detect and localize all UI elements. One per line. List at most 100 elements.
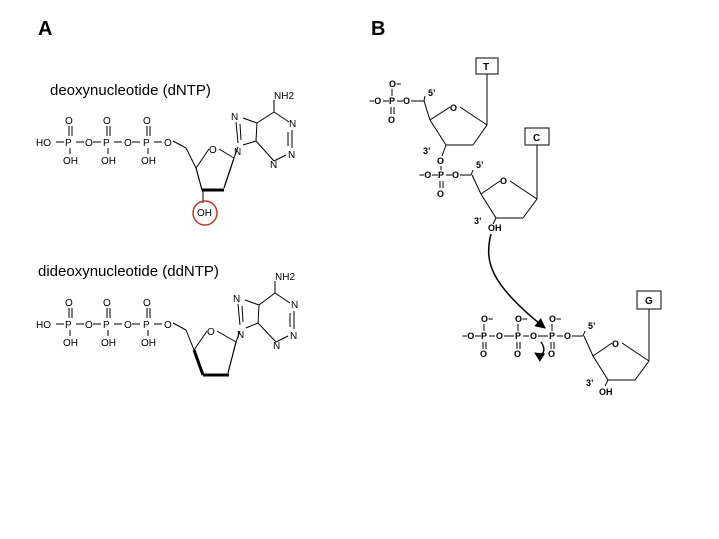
base-box-t	[475, 57, 499, 75]
t-phosphate-p: P	[389, 96, 395, 106]
dntp-bridge-o2: O	[124, 138, 132, 149]
ddntp-p2-o-top: O	[103, 298, 111, 309]
g-bridge-o1: O	[496, 331, 503, 341]
t-three-prime: 3’	[423, 146, 431, 156]
ddntp-sugar-ring: O	[185, 327, 241, 377]
dntp-n7: N	[231, 112, 238, 123]
dntp-p3-o-top: O	[143, 116, 151, 127]
ddntp-n9: N	[237, 330, 244, 341]
nucleophilic-attack-arrow	[488, 233, 546, 329]
dntp-3prime-oh-highlight	[192, 200, 218, 226]
g-bridge-o2: O	[530, 331, 537, 341]
ddntp-p3-oh: OH	[141, 338, 156, 349]
ddntp-ho-label: HO	[36, 320, 51, 331]
g-phos1-o-top: O−	[481, 314, 493, 324]
dntp-p3-label: P	[143, 138, 150, 149]
ddntp-n3: N	[290, 331, 297, 342]
base-box-g	[636, 290, 662, 310]
ddntp-ring-o: O	[207, 327, 215, 338]
t-3prime-o: O	[437, 156, 444, 166]
ddntp-nh2: NH2	[275, 272, 295, 283]
dntp-p1-label: P	[65, 138, 72, 149]
g-five-prime: 5’	[588, 321, 596, 331]
dntp-ho-label: HO	[36, 138, 51, 149]
panel-label-b: B	[371, 18, 386, 40]
caption-dntp: deoxynucleotide (dNTP)	[50, 82, 211, 99]
incoming-dgtp: −O P O− O O P O− O O P O− O O	[462, 290, 662, 397]
c-five-prime: 5’	[476, 160, 484, 170]
c-3prime-oh: OH	[488, 223, 502, 233]
ddntp-p2-label: P	[103, 320, 110, 331]
c-phosphate-minus-o: −O	[419, 170, 431, 180]
g-phos2-p: P	[515, 331, 521, 341]
dntp-p2-label: P	[103, 138, 110, 149]
nucleotide-c: P −O O O 5’ O C 3’ OH	[419, 127, 550, 329]
ddntp-structure: HO P O OH O P O OH O P O	[36, 272, 298, 377]
g-phos3-o-top: O−	[549, 314, 561, 324]
g-phos1-minus-o: −O	[462, 331, 474, 341]
dntp-nh2: NH2	[274, 91, 294, 102]
dntp-sugar-ring: O OH	[185, 145, 239, 226]
ddntp-ester-o: O	[164, 320, 172, 331]
base-c-label: C	[533, 133, 540, 144]
c-three-prime: 3’	[474, 216, 482, 226]
dntp-n1: N	[289, 119, 296, 130]
dntp-p3-oh: OH	[141, 156, 156, 167]
base-t-label: T	[483, 62, 489, 73]
dntp-p1-oh: OH	[63, 156, 78, 167]
t-phosphate-o-top: O−	[389, 79, 401, 89]
c-phosphate-o-bottom: O	[437, 189, 444, 199]
g-phos1-o-bottom: O	[480, 349, 487, 359]
dntp-ester-o: O	[164, 138, 172, 149]
g-three-prime: 3’	[586, 378, 594, 388]
dntp-n-bottom: N	[270, 160, 277, 171]
ddntp-p3-o-top: O	[143, 298, 151, 309]
ddntp-bridge-o2: O	[124, 320, 132, 331]
dntp-triphosphate: HO P O OH O P O OH O P O	[36, 116, 187, 167]
caption-ddntp: dideoxynucleotide (ddNTP)	[38, 263, 219, 280]
g-ester-o: O	[564, 331, 571, 341]
dntp-bridge-o1: O	[85, 138, 93, 149]
ddntp-n7: N	[233, 294, 240, 305]
ddntp-triphosphate: HO P O OH O P O OH O P O	[36, 298, 187, 349]
panel-label-a: A	[38, 18, 53, 40]
g-3prime-oh: OH	[599, 387, 613, 397]
ddntp-adenine-base: N N NH2 N N N	[233, 272, 298, 352]
g-phos3-o-bottom: O	[548, 349, 555, 359]
ddntp-p3-label: P	[143, 320, 150, 331]
t-phosphate-ester-o: O	[403, 96, 410, 106]
ddntp-bridge-o1: O	[85, 320, 93, 331]
ddntp-p1-oh: OH	[63, 338, 78, 349]
nucleotide-t: O− −O P O O O 5’ O T 3’ O	[369, 57, 499, 170]
dntp-structure: HO P O OH O P O OH O P O	[36, 91, 296, 226]
g-ring-o: O	[612, 339, 619, 349]
dntp-3prime-oh: OH	[197, 208, 212, 219]
ddntp-p1-label: P	[65, 320, 72, 331]
dntp-p2-oh: OH	[101, 156, 116, 167]
t-phosphate-minus-o: −O	[369, 96, 381, 106]
g-phos2-o-bottom: O	[514, 349, 521, 359]
ddntp-n1: N	[291, 300, 298, 311]
ddntp-p1-o-top: O	[65, 298, 73, 309]
c-ring-o: O	[500, 176, 507, 186]
base-box-c	[524, 127, 550, 146]
t-phosphate-o-bottom: O	[388, 115, 395, 125]
bond-cleavage-arrow	[534, 341, 546, 362]
dntp-p1-o-top: O	[65, 116, 73, 127]
g-phos1-p: P	[481, 331, 487, 341]
ddntp-n-bottom: N	[273, 341, 280, 352]
ddntp-p2-oh: OH	[101, 338, 116, 349]
t-ring-o: O	[450, 103, 457, 113]
c-phosphate-p: P	[438, 170, 444, 180]
dntp-p2-o-top: O	[103, 116, 111, 127]
dntp-adenine-base: N N NH2 N N N	[231, 91, 296, 171]
c-phosphate-ester-o: O	[452, 170, 459, 180]
dntp-n3: N	[288, 150, 295, 161]
t-five-prime: 5’	[428, 88, 436, 98]
g-phos3-p: P	[549, 331, 555, 341]
g-phos2-o-top: O−	[515, 314, 527, 324]
base-g-label: G	[645, 296, 653, 307]
dntp-n9: N	[234, 147, 241, 158]
